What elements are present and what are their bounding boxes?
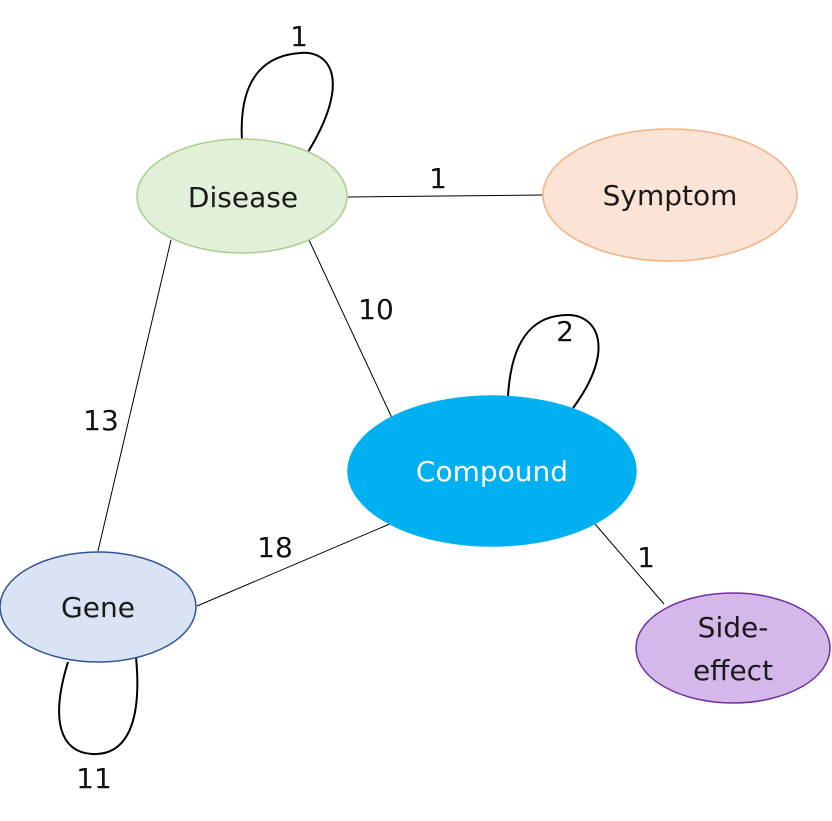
edge-disease-symptom <box>347 194 544 198</box>
edge-disease-compound <box>308 239 393 419</box>
node-compound-label: Compound <box>416 455 568 488</box>
edge-label-disease-compound: 10 <box>358 293 394 326</box>
node-compound[interactable]: Compound <box>347 395 637 547</box>
node-side-effect[interactable]: Side- effect <box>635 592 831 704</box>
edge-compound-gene <box>196 522 393 607</box>
node-disease-label: Disease <box>188 181 298 214</box>
edge-label-disease-gene: 13 <box>83 404 119 437</box>
edge-label-disease-disease: 1 <box>290 20 308 53</box>
node-gene[interactable]: Gene <box>0 551 197 663</box>
loop-disease-disease <box>240 51 334 153</box>
node-disease[interactable]: Disease <box>136 138 348 254</box>
node-side-effect-label-line2: effect <box>693 654 773 687</box>
node-gene-label: Gene <box>61 591 135 624</box>
edge-label-compound-gene: 18 <box>257 531 293 564</box>
edge-compound-side-effect <box>594 523 665 605</box>
edge-label-disease-symptom: 1 <box>429 162 447 195</box>
loop-gene-gene <box>58 656 139 756</box>
edge-label-compound-compound: 2 <box>556 315 574 348</box>
node-symptom-label: Symptom <box>603 179 738 212</box>
node-side-effect-label-line1: Side- <box>698 611 769 644</box>
edge-disease-gene <box>97 239 172 552</box>
node-symptom[interactable]: Symptom <box>542 128 798 262</box>
edge-label-gene-gene: 11 <box>76 762 112 795</box>
loop-compound-compound <box>507 313 600 409</box>
edge-label-compound-side-effect: 1 <box>637 541 655 574</box>
